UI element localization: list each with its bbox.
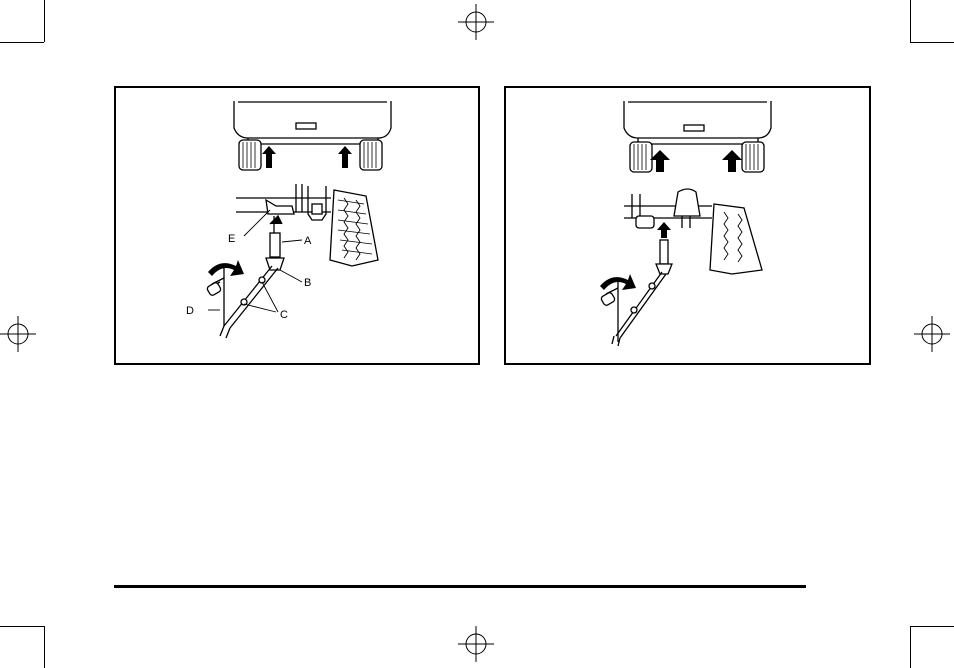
registration-mark-top xyxy=(458,4,494,40)
callout-e: E xyxy=(228,233,235,245)
registration-mark-bottom xyxy=(458,626,494,662)
jack-diagram-left: A B C D E xyxy=(116,88,478,363)
jack-diagram-right xyxy=(506,88,869,363)
crop-mark xyxy=(910,626,911,668)
lift-arrow-icon xyxy=(650,150,742,172)
lift-arrow-icon xyxy=(262,146,352,168)
crop-mark xyxy=(910,0,911,42)
crop-mark xyxy=(0,42,44,43)
lift-arrow-icon xyxy=(657,222,671,238)
registration-mark-left xyxy=(0,316,36,352)
callout-c: C xyxy=(280,309,288,321)
rotate-arrow-icon xyxy=(208,260,244,276)
jack-illustration-right xyxy=(504,86,871,365)
crop-mark xyxy=(44,0,45,42)
crop-mark xyxy=(910,42,954,43)
footer-rule xyxy=(114,585,806,588)
jack-illustration-left: A B C D E xyxy=(114,86,480,365)
callout-a: A xyxy=(304,235,312,247)
crop-mark xyxy=(0,626,44,627)
registration-mark-right xyxy=(914,316,950,352)
callout-d: D xyxy=(186,305,194,317)
crop-mark xyxy=(44,626,45,668)
crop-mark xyxy=(910,626,954,627)
callout-b: B xyxy=(304,277,311,289)
